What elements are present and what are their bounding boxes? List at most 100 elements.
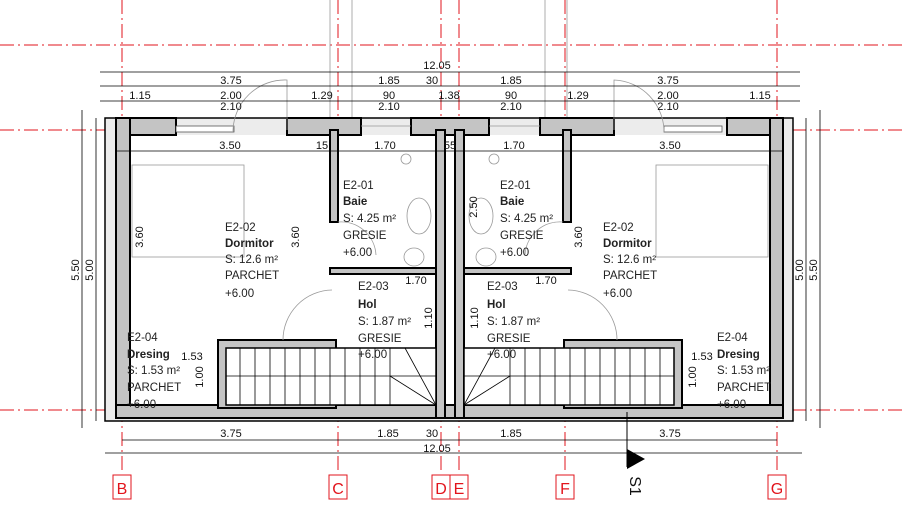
room-code: E2-04 [717, 332, 748, 344]
room-level: +6.00 [500, 247, 529, 259]
dim: 1.70 [374, 140, 395, 152]
dim: 5.00 [84, 259, 96, 280]
room-hol-right[interactable]: E2-03 Hol S: 1.87 m² GRESIE +6.00 [487, 281, 540, 361]
dim: 2.00 [220, 90, 241, 102]
bottom-dimensions: 3.75 1.85 30 1.85 3.75 12.05 [105, 428, 802, 455]
dim: 90 [505, 90, 517, 102]
dim: 1.53 [181, 351, 202, 363]
room-area: S: 1.53 m² [717, 365, 770, 377]
dim: 90 [383, 90, 395, 102]
dim: 1.85 [500, 75, 521, 87]
axis-label-d: D [435, 481, 447, 498]
dim: 1.10 [423, 307, 435, 328]
dim: 1.70 [405, 275, 426, 287]
stairs-left [225, 347, 437, 406]
room-name: Baie [343, 196, 367, 208]
room-area: S: 1.53 m² [127, 365, 180, 377]
axis-label-b: B [117, 481, 128, 498]
dim: 3.75 [659, 428, 680, 440]
dim: 2.10 [657, 101, 678, 113]
room-floor: PARCHET [717, 382, 771, 394]
room-area: S: 4.25 m² [343, 213, 396, 225]
section-marker-s1[interactable]: S1 [626, 412, 645, 496]
axis-labels: B C D E F G [112, 474, 787, 500]
room-dormitor-left[interactable]: E2-02 Dormitor S: 12.6 m² PARCHET +6.00 [225, 222, 279, 300]
room-level: +6.00 [717, 399, 746, 411]
dim: 3.75 [220, 75, 241, 87]
room-area: S: 1.87 m² [487, 316, 540, 328]
section-label: S1 [626, 476, 643, 496]
room-floor: GRESIE [487, 333, 531, 345]
dim: 3.60 [134, 226, 146, 247]
dim: 3.75 [657, 75, 678, 87]
axis-label-f: F [560, 481, 570, 498]
room-floor: PARCHET [603, 270, 657, 282]
room-level: +6.00 [343, 247, 372, 259]
room-hol-left[interactable]: E2-03 Hol S: 1.87 m² GRESIE +6.00 [358, 281, 411, 361]
section-arrow-icon [627, 449, 645, 469]
room-area: S: 12.6 m² [225, 254, 278, 266]
dim: 3.50 [219, 140, 240, 152]
room-code: E2-03 [487, 281, 518, 293]
dim: 3.75 [220, 428, 241, 440]
dim: 1.15 [129, 90, 150, 102]
dim: 2.10 [500, 101, 521, 113]
room-name: Hol [487, 299, 506, 311]
room-code: E2-02 [225, 222, 256, 234]
dim: 1.38 [438, 90, 459, 102]
room-baie-left[interactable]: E2-01 Baie S: 4.25 m² GRESIE +6.00 [343, 180, 396, 259]
dim: 5.50 [70, 259, 82, 280]
dim: 5.50 [808, 259, 820, 280]
room-dormitor-right[interactable]: E2-02 Dormitor S: 12.6 m² PARCHET +6.00 [603, 222, 657, 300]
dim: 1.10 [469, 307, 481, 328]
dim: 15 [316, 140, 328, 152]
dim: 3.60 [573, 226, 585, 247]
dim: 1.85 [500, 428, 521, 440]
axis-label-c: C [332, 481, 344, 498]
room-code: E2-03 [358, 281, 389, 293]
dim: 2.10 [378, 101, 399, 113]
room-floor: PARCHET [127, 382, 181, 394]
side-dimensions: 5.50 5.00 5.00 5.50 3.60 3.60 2.50 3.60 … [70, 110, 821, 428]
dim: 5.00 [794, 259, 806, 280]
walls [104, 117, 794, 422]
dim: 1.29 [311, 90, 332, 102]
room-level: +6.00 [127, 399, 156, 411]
room-area: S: 12.6 m² [603, 254, 656, 266]
room-area: S: 1.87 m² [358, 316, 411, 328]
room-code: E2-01 [500, 180, 531, 192]
dim: 1.70 [503, 140, 524, 152]
dim: 30 [426, 75, 438, 87]
dim: 1.00 [194, 366, 206, 387]
room-code: E2-02 [603, 222, 634, 234]
stairs-right [463, 347, 675, 406]
room-floor: GRESIE [500, 230, 544, 242]
room-dresing-right[interactable]: E2-04 Dresing S: 1.53 m² PARCHET +6.00 [717, 332, 771, 411]
room-name: Dormitor [603, 238, 652, 250]
room-code: E2-04 [127, 332, 158, 344]
room-dresing-left[interactable]: E2-04 Dresing S: 1.53 m² PARCHET +6.00 [127, 332, 181, 411]
room-level: +6.00 [358, 349, 387, 361]
top-dimensions: 12.05 3.75 1.85 30 1.85 3.75 1.15 2.00 1… [100, 60, 800, 152]
axis-label-g: G [771, 481, 783, 498]
room-level: +6.00 [603, 288, 632, 300]
room-name: Dormitor [225, 238, 274, 250]
room-floor: PARCHET [225, 270, 279, 282]
room-level: +6.00 [225, 288, 254, 300]
room-floor: GRESIE [358, 333, 402, 345]
dim: 1.85 [378, 75, 399, 87]
dim: 1.15 [749, 90, 770, 102]
dim: 3.60 [290, 226, 302, 247]
axis-label-e: E [454, 481, 465, 498]
dim: 2.10 [220, 101, 241, 113]
dim: 2.00 [657, 90, 678, 102]
room-baie-right[interactable]: E2-01 Baie S: 4.25 m² GRESIE +6.00 [500, 180, 553, 259]
dim: 55 [444, 140, 456, 152]
dim: 1.29 [567, 90, 588, 102]
room-floor: GRESIE [343, 230, 387, 242]
dim-overall-top: 12.05 [423, 60, 451, 72]
furniture [131, 79, 769, 341]
dim: 2.50 [468, 196, 480, 217]
dim-overall-bottom: 12.05 [423, 443, 451, 455]
